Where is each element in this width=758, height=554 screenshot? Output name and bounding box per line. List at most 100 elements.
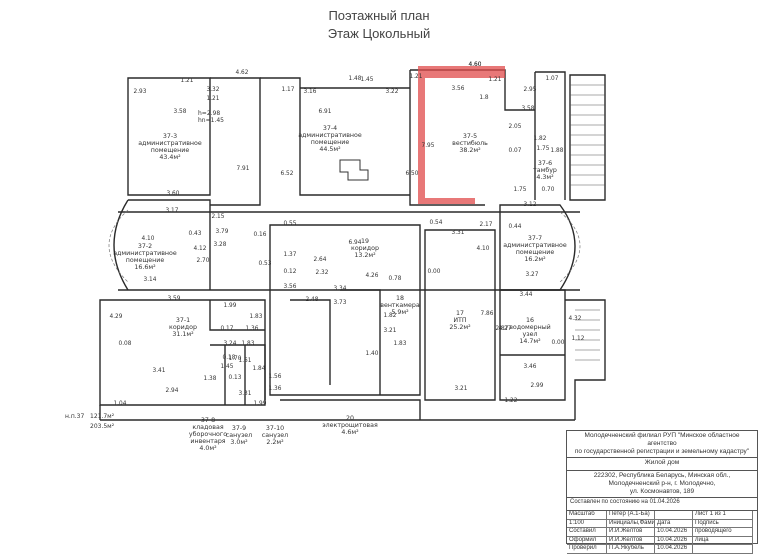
dimension-label: 1.37 (284, 252, 297, 258)
dimension-label: 7.86 (481, 311, 494, 317)
dimension-label: 1.75 (514, 187, 527, 193)
height-line-2: hn=1.45 (198, 117, 224, 124)
dimension-label: 4.32 (569, 316, 582, 322)
dimension-label: 0.43 (189, 231, 202, 237)
dimension-label: 1.48 (349, 76, 362, 82)
dimension-label: 3.59 (168, 296, 181, 302)
dimension-label: 4.62 (236, 70, 249, 76)
dimension-label: 0.08 (119, 341, 132, 347)
address-line-2: Молодечненский р-н, г. Молодечно, (608, 480, 716, 487)
dimension-label: 0.54 (430, 220, 443, 226)
dimension-label: 2.32 (316, 270, 329, 276)
sign-note-3: лица (693, 536, 753, 545)
row-name: П.А.Якубель (607, 545, 655, 554)
dimension-label: 3.12 (524, 202, 537, 208)
column-outline (339, 159, 369, 181)
dimension-label: 1.21 (207, 96, 220, 102)
dimension-label: 1.99 (224, 303, 237, 309)
grid-spacer (655, 511, 693, 520)
dimension-label: 3.34 (334, 286, 347, 292)
col-name: Инициалы,Фамилия (607, 519, 655, 528)
row-role: Проверил (567, 545, 607, 554)
dimension-label: 4.27 (499, 326, 512, 332)
dimension-label: 4.60 (469, 62, 482, 68)
dimension-label: 1.70 (229, 356, 242, 362)
dimension-label: 0.12 (284, 269, 297, 275)
dimension-label: 1.56 (269, 374, 282, 380)
row-date: 10.04.2026 (655, 536, 693, 545)
row-role: Составил (567, 528, 607, 537)
dimension-label: 0.00 (428, 269, 441, 275)
dimension-label: 1.82 (534, 136, 547, 142)
dimension-label: 1.22 (505, 398, 518, 404)
dimension-label: 1.82 (384, 313, 397, 319)
dimension-label: 0.70 (542, 187, 555, 193)
dimension-label: 1.84 (253, 366, 266, 372)
dimension-label: 4.10 (142, 236, 155, 242)
dimension-label: 3.21 (455, 386, 468, 392)
dimension-label: 3.58 (522, 106, 535, 112)
plan-title: Поэтажный план (328, 8, 430, 23)
dimension-label: 3.24 (224, 341, 237, 347)
dimension-label: 1.75 (537, 146, 550, 152)
total-line-2: 121.7м² (90, 413, 115, 420)
state-date: 01.04.2026 (649, 499, 680, 505)
title-block-object: Жилой дом (567, 458, 757, 471)
total-line-3: 203.5м² (90, 423, 115, 430)
row-name: И.И.Желтов (607, 536, 655, 545)
dimension-label: 2.17 (480, 222, 493, 228)
dimension-label: 3.31 (239, 391, 252, 397)
dimension-label: 3.60 (167, 191, 180, 197)
dimension-label: 1.21 (489, 77, 502, 83)
dimension-label: 0.16 (254, 232, 267, 238)
dimension-label: 3.21 (384, 328, 397, 334)
dimension-label: 2.64 (314, 257, 327, 263)
dimension-label: 1.36 (269, 386, 282, 392)
dimension-label: 3.16 (304, 89, 317, 95)
dimension-label: 6.52 (281, 171, 294, 177)
sheet-number: Лист 1 из 1 (693, 511, 753, 520)
dimension-label: 2.93 (134, 89, 147, 95)
dimension-label: 2.15 (212, 214, 225, 220)
title-block-grid: Масштаб Петер (А.1-Ба) Лист 1 из 1 1:100… (567, 511, 757, 554)
dimension-label: 7.95 (422, 143, 435, 149)
dimension-label: 3.22 (386, 89, 399, 95)
dimension-label: 1.99 (254, 401, 267, 407)
col-date: Дата (655, 519, 693, 528)
dimension-label: 3.79 (216, 229, 229, 235)
plan-subtitle: Этаж Цокольный (327, 26, 431, 41)
dimension-label: 4.60 (469, 62, 482, 68)
sign-note-2: проводящего (693, 528, 753, 537)
dimension-label: 1.07 (546, 76, 559, 82)
dimension-label: 1.45 (221, 364, 234, 370)
dimension-label: 3.44 (520, 292, 533, 298)
dimension-label: 1.21 (410, 74, 423, 80)
dimension-label: 1.83 (394, 341, 407, 347)
dimension-label: 3.14 (144, 277, 157, 283)
title-block: Молодечненский филиал РУП "Минское облас… (566, 430, 758, 554)
dimension-label: 2.70 (197, 258, 210, 264)
dimension-label: 3.58 (174, 109, 187, 115)
dimension-label: 0.13 (229, 375, 242, 381)
dimension-label: 0.44 (509, 224, 522, 230)
dimension-label: 1.04 (114, 401, 127, 407)
org-line-2: по государственной регистрации и земельн… (574, 448, 750, 455)
dimension-label: 1.83 (242, 341, 255, 347)
dimension-label: 3.56 (284, 284, 297, 290)
totals-note: н.п.37 121.7м² 203.5м² (65, 413, 115, 430)
dimension-label: 2.05 (509, 124, 522, 130)
dimension-label: 6.50 (406, 171, 419, 177)
row-role: Оформил (567, 536, 607, 545)
dimension-label: 3.31 (452, 230, 465, 236)
dimension-label: 3.17 (166, 208, 179, 214)
